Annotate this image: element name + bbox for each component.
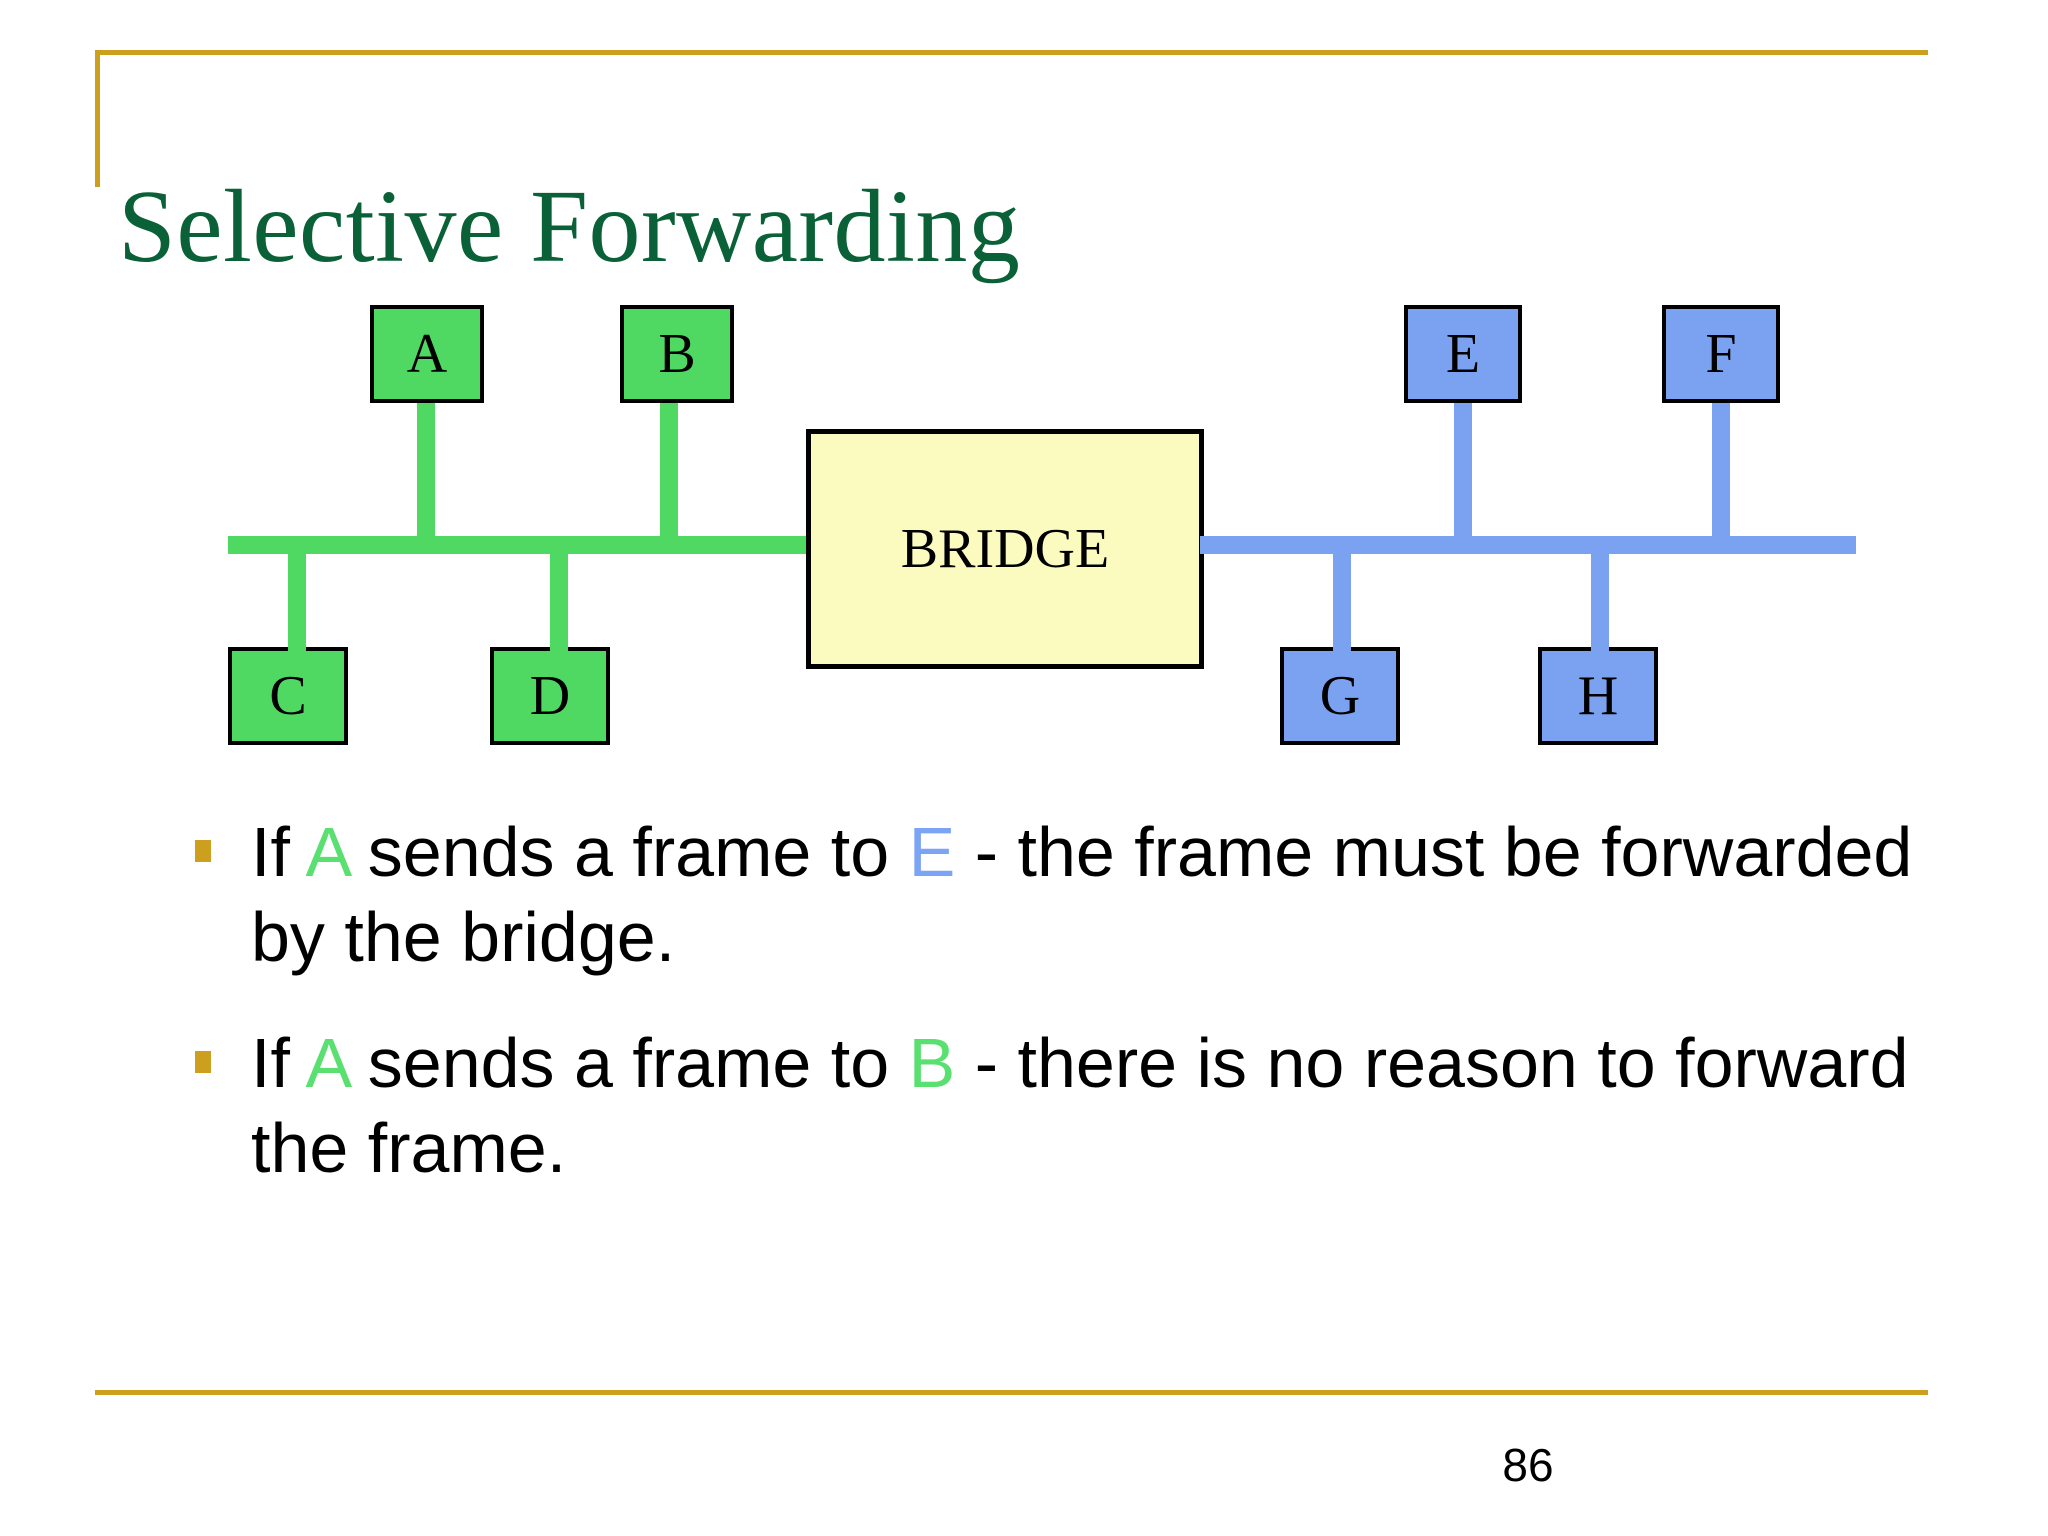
list-item: If A sends a frame to E - the frame must… [185,810,1985,981]
bullet-1-part-3: E [908,813,956,891]
gold-bottom-horizontal-rule [95,1390,1928,1395]
node-f-label: F [1705,323,1737,385]
node-h[interactable]: H [1538,647,1658,745]
node-e[interactable]: E [1404,305,1522,403]
bullet-2-part-3: B [908,1023,956,1102]
node-a-label: A [406,323,448,385]
bridge-box[interactable]: BRIDGE [806,429,1204,669]
node-g-label: G [1319,665,1361,727]
bridge-label: BRIDGE [900,518,1110,580]
node-c[interactable]: C [228,647,348,745]
link-c [288,544,306,652]
network-diagram: A B C D BRIDGE E F [0,305,2048,760]
link-e [1454,403,1472,543]
bullet-list: If A sends a frame to E - the frame must… [185,810,1985,1232]
list-item: If A sends a frame to B - there is no re… [185,1021,1985,1192]
bullet-1-part-1: A [305,813,349,891]
bullet-text-2: If A sends a frame to B - there is no re… [251,1021,1985,1192]
bullet-2-part-0: If [251,1023,306,1102]
node-c-label: C [269,665,307,727]
gold-top-vertical-rule [95,50,100,187]
bullet-1-part-0: If [251,813,306,891]
bullet-1-part-2: sends a frame to [348,813,909,891]
node-a[interactable]: A [370,305,484,403]
link-b [660,403,678,543]
node-e-label: E [1445,323,1481,385]
bullet-1-part-4: - the frame must be forwarded by the bri… [251,813,1913,977]
link-g [1333,544,1351,652]
link-d [550,544,568,652]
square-bullet-icon [195,840,211,862]
node-d[interactable]: D [490,647,610,745]
node-b[interactable]: B [620,305,734,403]
node-d-label: D [529,665,571,727]
page-title: Selective Forwarding [118,169,1021,284]
node-f[interactable]: F [1662,305,1780,403]
link-a [417,403,435,543]
link-h [1591,544,1609,652]
link-f [1712,403,1730,543]
page-number: 86 [1502,1439,1554,1491]
node-g[interactable]: G [1280,647,1400,745]
node-h-label: H [1577,665,1619,727]
bullet-2-part-1: A [305,1023,349,1102]
bullet-2-part-4: - there is no reason to forward the fram… [251,1023,1909,1188]
square-bullet-icon [195,1050,211,1073]
bullet-2-part-2: sends a frame to [348,1023,909,1102]
right-bus-line [1200,536,1856,554]
gold-top-horizontal-rule [95,50,1928,55]
bullet-text-1: If A sends a frame to E - the frame must… [251,810,1985,981]
node-b-label: B [658,323,696,385]
